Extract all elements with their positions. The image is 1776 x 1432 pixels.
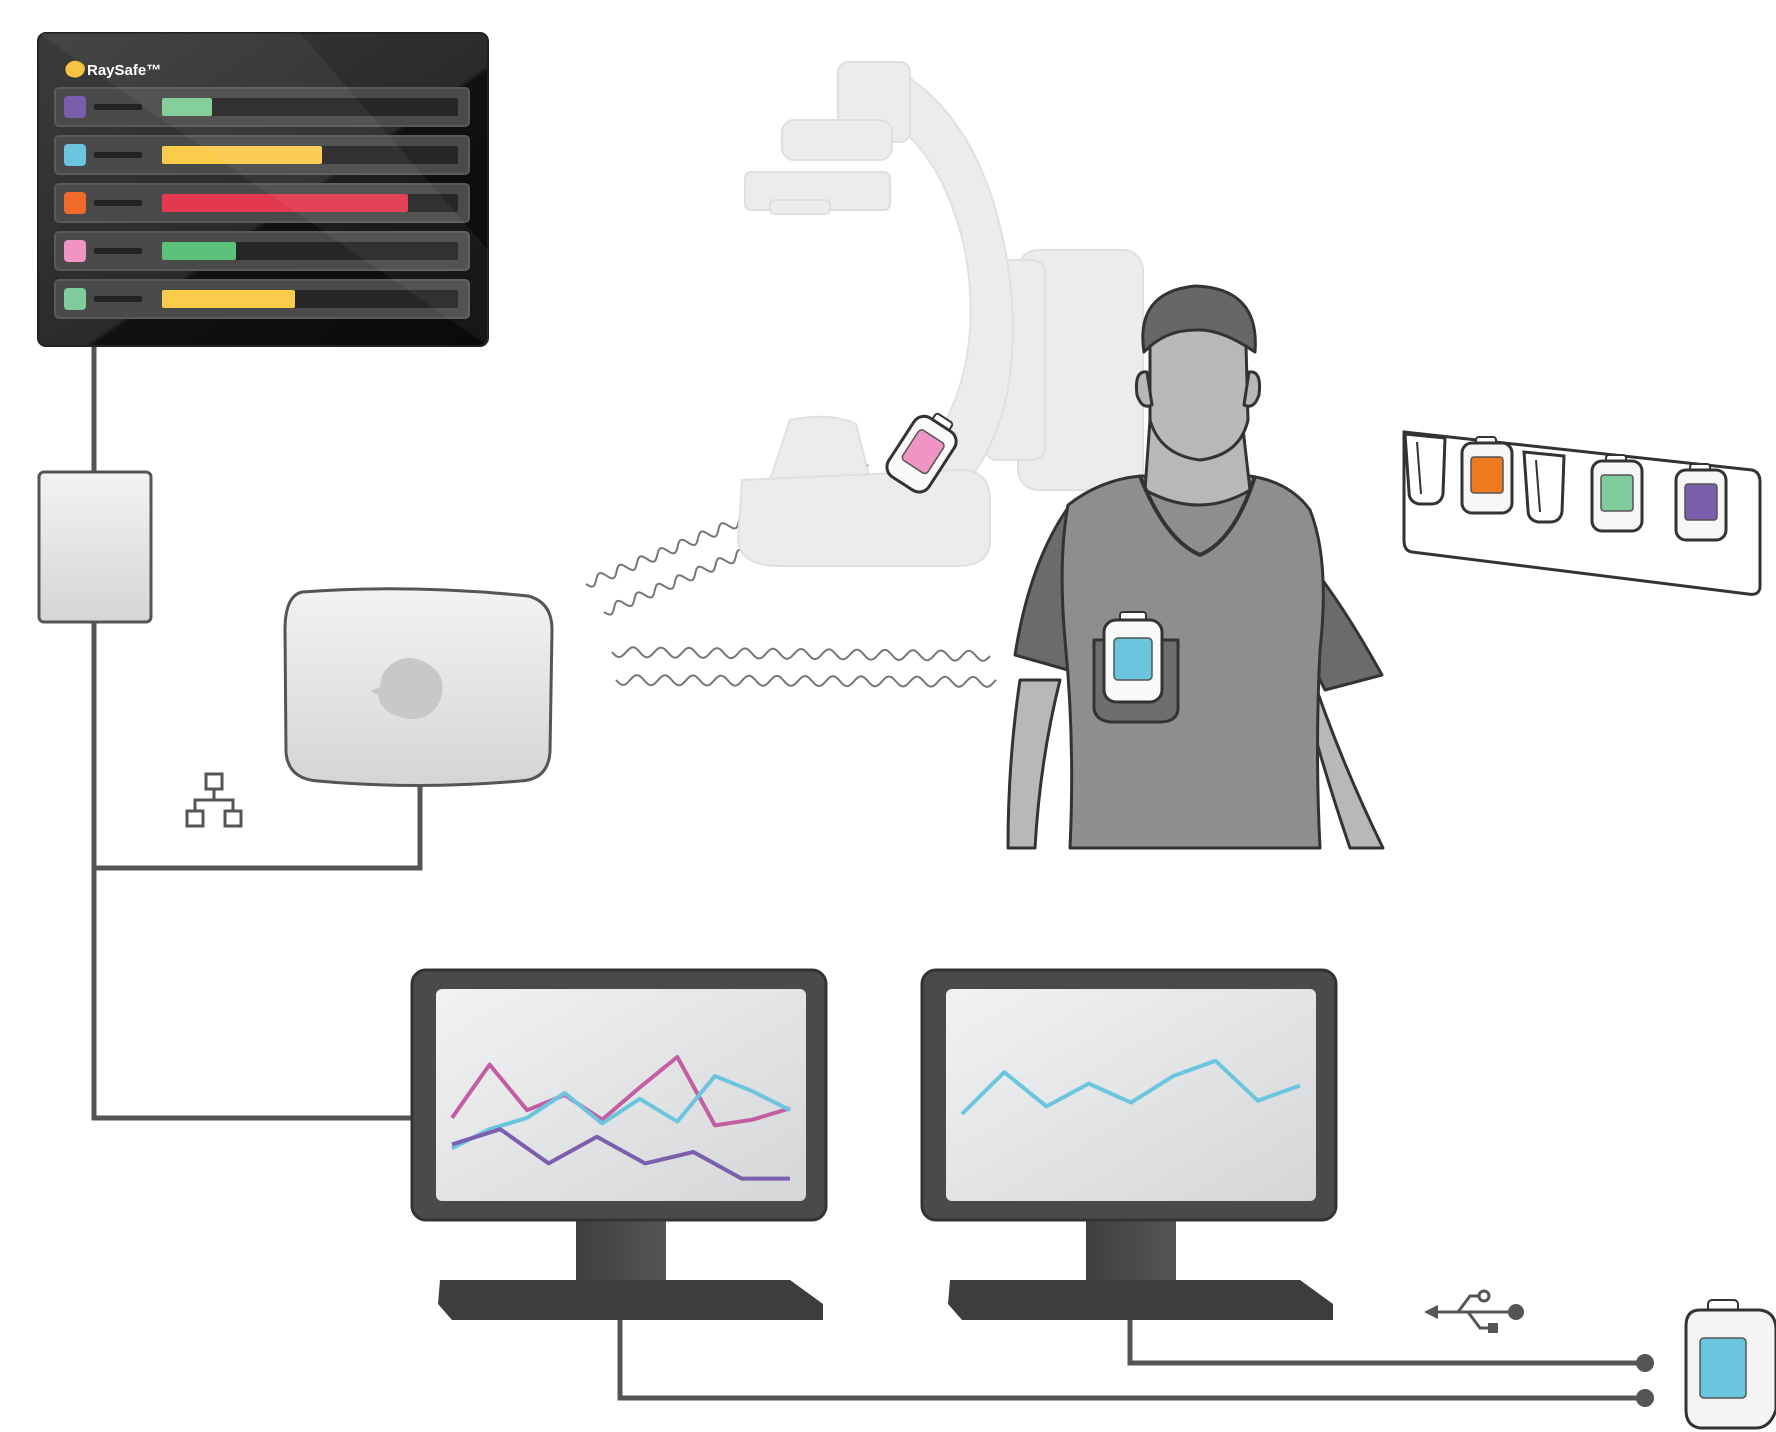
chart-series-line [451, 1127, 790, 1181]
wireless-access-point [283, 587, 554, 787]
monitor-left [410, 968, 828, 1320]
name-placeholder [94, 104, 142, 110]
dosimeter-dock [1402, 430, 1762, 596]
dose-rows [38, 33, 488, 346]
dock-slots [1403, 432, 1728, 542]
brand-name: RaySafe™ [87, 62, 161, 79]
monitor-right-chart [960, 1058, 1301, 1116]
dosimeter-screen [1699, 1337, 1747, 1399]
dose-bar [162, 98, 212, 116]
usb-port-dot [1636, 1389, 1654, 1407]
network-cables [91, 345, 1645, 1401]
cable-lan-to-access-point [94, 783, 423, 871]
dosimeter-screen [1684, 483, 1718, 521]
dose-row [54, 135, 470, 175]
dose-track [162, 98, 458, 116]
usb-port-dot [1636, 1354, 1654, 1372]
dose-row [54, 87, 470, 127]
dosimeter-screen [1470, 456, 1504, 494]
dosimeter-screen [901, 429, 945, 475]
raysafe-bird-icon [370, 658, 443, 719]
monitor-right [920, 968, 1338, 1320]
dosimeter-screen [1600, 474, 1634, 512]
radio-wave [611, 646, 991, 662]
dosimeter-color-swatch [64, 144, 86, 166]
monitor-left-chart [450, 1055, 791, 1181]
dose-row [54, 183, 470, 223]
raysafe-logo: RaySafe™ [65, 60, 161, 79]
empty-dock-slot [1522, 450, 1566, 524]
usb-icon [1424, 1289, 1524, 1333]
cable-right-pc-usb [1127, 1320, 1645, 1366]
staff-member [1006, 284, 1385, 850]
name-placeholder [94, 248, 142, 254]
empty-dock-slot [1403, 432, 1447, 506]
docked-dosimeter [1460, 436, 1514, 515]
dosimeter-color-swatch [64, 192, 86, 214]
network-icon [185, 772, 243, 828]
worn-dosimeter [1102, 611, 1164, 704]
dosimeter-color-swatch [64, 288, 86, 310]
cart-dosimeter [885, 412, 958, 494]
dosimeter-color-swatch [64, 240, 86, 262]
docked-dosimeter [1674, 463, 1728, 542]
cable-left-pc-usb [617, 1320, 1645, 1401]
dosimeter-color-swatch [64, 96, 86, 118]
usb-dosimeter [1684, 1299, 1776, 1430]
cable-switch-to-lan [91, 622, 412, 1121]
name-placeholder [94, 200, 142, 206]
dosimeter-screen [1113, 637, 1153, 681]
radio-wave [615, 674, 997, 688]
dose-bar [162, 194, 408, 212]
chart-series-line [450, 1055, 791, 1128]
dose-bar [162, 146, 322, 164]
network-switch-box [37, 470, 153, 624]
dashboard-display: RaySafe™ [37, 32, 489, 347]
chart-series-line [960, 1058, 1301, 1116]
name-placeholder [94, 152, 142, 158]
dose-bar [162, 290, 295, 308]
docked-dosimeter [1590, 454, 1644, 533]
c-arm-xray-machine [736, 61, 1144, 567]
chart-series-line [451, 1074, 791, 1150]
dose-row [54, 279, 470, 319]
dose-bar [162, 242, 236, 260]
name-placeholder [94, 296, 142, 302]
raysafe-bird-icon [65, 60, 85, 78]
dose-row [54, 231, 470, 271]
